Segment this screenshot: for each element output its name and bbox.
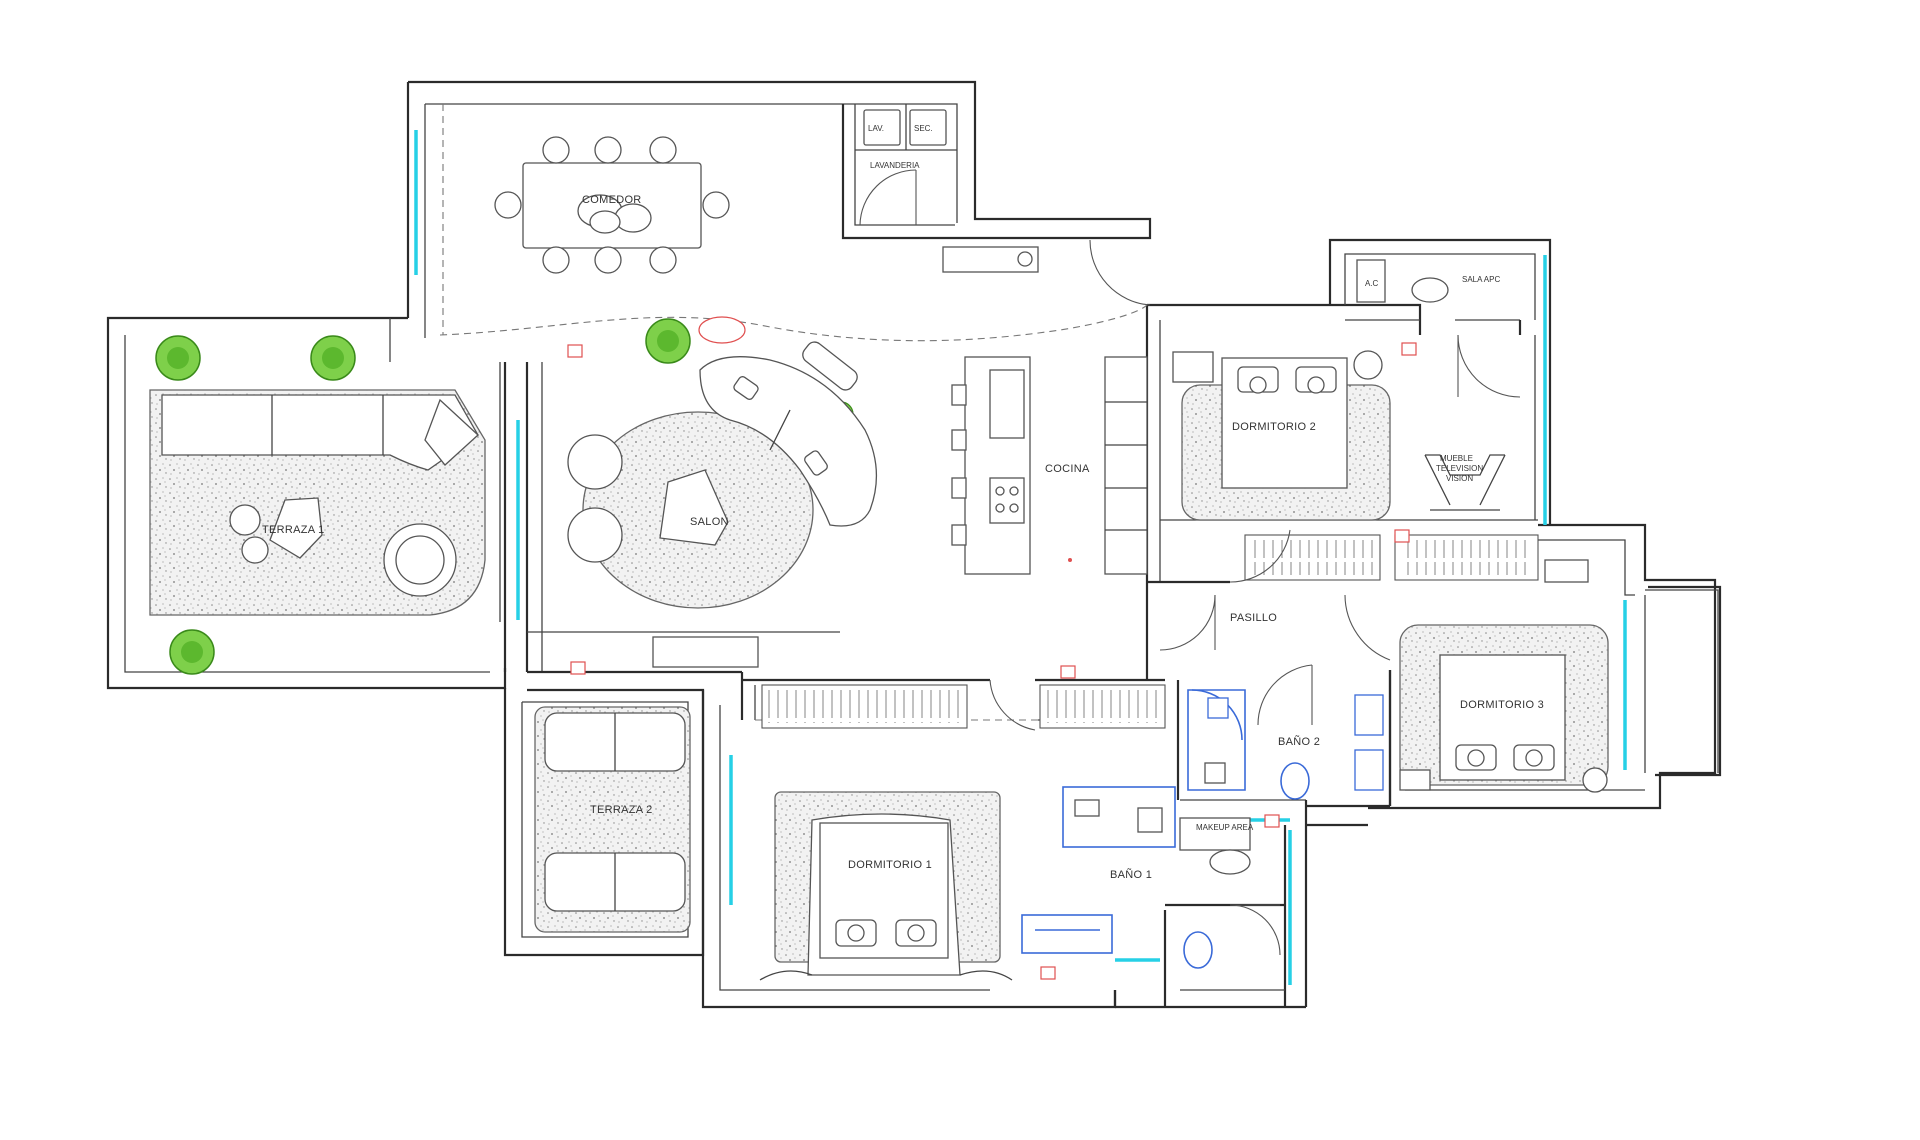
makeup-area: MAKEUP AREA: [1179, 817, 1254, 875]
label-lav: LAV.: [868, 124, 884, 133]
laundry: LAV. SEC. LAVANDERIA: [859, 109, 947, 226]
label-terraza2: TERRAZA 2: [590, 804, 653, 816]
sink-bowl: [1017, 251, 1033, 267]
label-tv-2: TELEVISION: [1436, 464, 1483, 473]
bedroom-3: DORMITORIO 3: [1399, 559, 1609, 793]
label-tv-1: MUEBLE: [1440, 454, 1473, 463]
kitchen: COCINA: [951, 356, 1148, 575]
label-bano1: BAÑO 1: [1110, 868, 1152, 881]
windows-glass: [414, 130, 1627, 985]
label-sala-apc: SALA APC: [1462, 275, 1500, 284]
label-comedor: COMEDOR: [582, 194, 642, 206]
plant-icon: [645, 318, 691, 364]
bathroom-1: BAÑO 1: [1021, 786, 1281, 969]
label-bano2: BAÑO 2: [1278, 735, 1320, 748]
plant-icon: [310, 335, 356, 381]
plant-icon: [169, 629, 215, 675]
bathroom-2: BAÑO 2: [1187, 689, 1384, 800]
label-terraza1: TERRAZA 1: [262, 524, 325, 536]
sala-apc: A.C SALA APC: [1356, 259, 1521, 398]
label-dormitorio1: DORMITORIO 1: [848, 859, 932, 871]
hallway: PASILLO: [989, 529, 1391, 731]
label-makeup: MAKEUP AREA: [1196, 823, 1254, 832]
door-swing: [1089, 239, 1151, 306]
terrace-1: TERRAZA 1: [149, 389, 486, 616]
sideboard: [652, 636, 759, 668]
label-lavanderia: LAVANDERIA: [870, 161, 920, 170]
label-dormitorio3: DORMITORIO 3: [1460, 699, 1544, 711]
bedroom-1: DORMITORIO 1: [759, 791, 1013, 981]
plant-icon: [155, 335, 201, 381]
label-cocina: COCINA: [1045, 463, 1090, 475]
label-sec: SEC.: [914, 124, 933, 133]
bedroom-2: DORMITORIO 2 MUEBLE TELEVISION VISION: [1172, 350, 1506, 521]
wardrobes: [761, 534, 1539, 729]
label-ac: A.C: [1365, 279, 1379, 288]
label-tv-3: VISION: [1446, 474, 1473, 483]
ceiling-curve: [439, 304, 1148, 342]
terrace-2: TERRAZA 2: [534, 706, 691, 933]
living-room: SALON: [567, 316, 878, 609]
outlets: [567, 342, 1417, 980]
dining-set: COMEDOR: [494, 136, 730, 274]
label-salon: SALON: [690, 516, 729, 528]
label-pasillo: PASILLO: [1230, 612, 1277, 624]
label-dormitorio2: DORMITORIO 2: [1232, 421, 1316, 433]
